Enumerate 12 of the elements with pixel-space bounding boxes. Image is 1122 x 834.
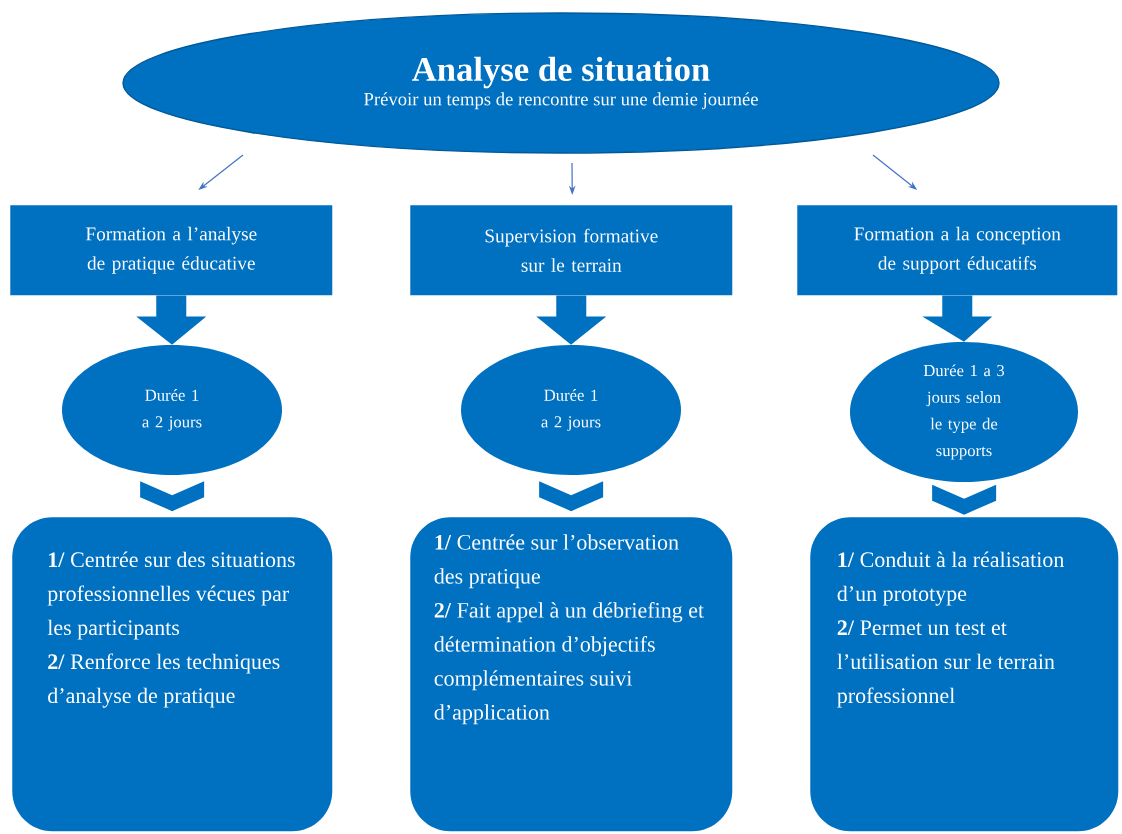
chevron-arrow [140, 481, 205, 512]
block-arrow [136, 295, 207, 345]
step-box: Formation a la conception de support éducatifs [797, 205, 1118, 296]
detail-box: 1/ Centrée sur l’observation des pratique 2/ Fait appel à un débriefing et détermination d’objectifs complémentaires suivi d’application [410, 517, 733, 832]
chevron-arrow [932, 484, 997, 515]
detail-box: 1/ Centrée sur des situations professionnelles vécues par les participants 2/ Renforce les techniques d’analyse de pratique [12, 517, 333, 832]
chevron-arrow [539, 481, 604, 512]
step-box: Supervision formative sur le terrain [410, 205, 733, 296]
detail-box: 1/ Conduit à la réalisation d’un prototype 2/ Permet un test et l’utilisation sur le terrain professionnel [810, 517, 1119, 832]
block-arrow [922, 295, 993, 342]
block-arrow [536, 295, 607, 345]
step-box: Formation a l’analyse de pratique éducative [10, 205, 333, 296]
